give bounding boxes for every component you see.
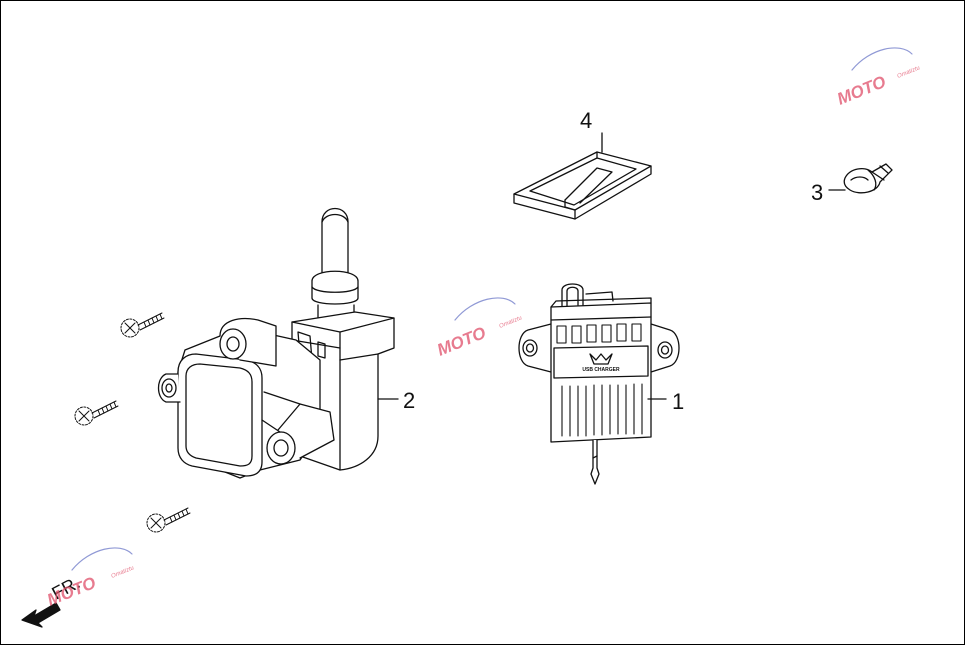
screw-middle[interactable]	[74, 400, 119, 426]
part-1-usb-charger[interactable]: USB CHARGER	[518, 283, 680, 485]
part-3-bulb[interactable]	[843, 163, 893, 194]
screw-top[interactable]	[120, 312, 165, 338]
part-4-tray[interactable]	[513, 151, 652, 220]
callout-4: 4	[580, 108, 592, 133]
callout-3: 3	[811, 180, 823, 205]
watermark-subtext: Omatiztu	[499, 315, 524, 330]
callout-2: 2	[403, 388, 415, 413]
watermark-top-right: MOTO Omatiztu	[834, 47, 922, 109]
screw-bottom[interactable]	[146, 507, 191, 533]
charger-label: USB CHARGER	[582, 367, 620, 373]
watermark-text: MOTO	[434, 323, 488, 360]
part-2-switch[interactable]	[157, 207, 395, 479]
watermark-subtext: Omatiztu	[111, 565, 136, 580]
front-direction-arrow	[21, 602, 61, 628]
callout-1: 1	[672, 389, 684, 414]
watermark-text: MOTO	[834, 72, 888, 109]
watermark-center: MOTO Omatiztu	[434, 297, 524, 360]
watermark-subtext: Omatiztu	[897, 65, 922, 80]
watermark-bottom-left: MOTO Omatiztu	[44, 547, 136, 610]
